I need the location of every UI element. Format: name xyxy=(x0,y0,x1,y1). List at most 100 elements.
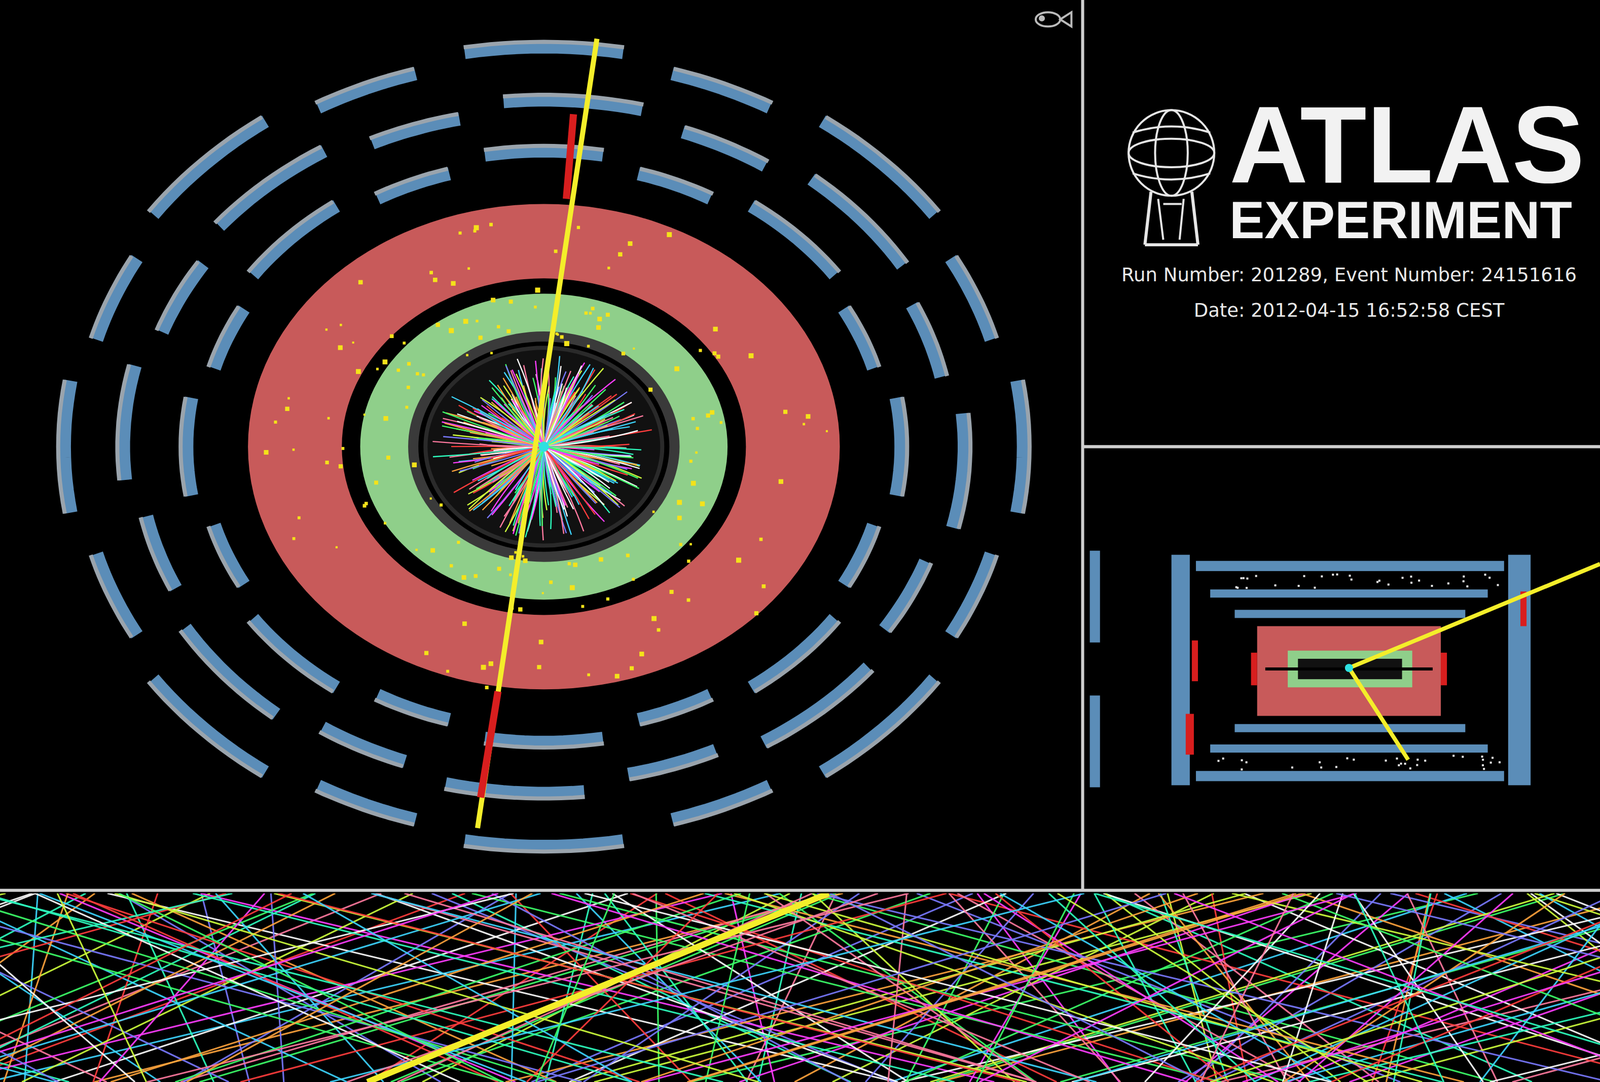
track xyxy=(829,893,1204,1082)
cell-hit xyxy=(691,481,697,487)
track xyxy=(200,893,995,1082)
muon-chamber-layer xyxy=(917,303,948,377)
cell-hit xyxy=(456,540,460,544)
hit-dot xyxy=(1274,584,1277,587)
cell-hit xyxy=(412,462,417,468)
track xyxy=(1336,893,1600,1082)
track xyxy=(0,893,59,1082)
muon-chamber-layer xyxy=(849,526,880,588)
cell-hit xyxy=(432,277,438,283)
cell-hit xyxy=(462,621,467,627)
track xyxy=(1094,893,1600,1082)
track xyxy=(984,893,1279,1082)
cell-hit xyxy=(518,607,523,612)
muon-chamber-layer xyxy=(156,261,199,331)
cell-hit xyxy=(474,574,478,578)
muon-chamber-layer xyxy=(754,201,840,273)
cell-hit xyxy=(448,328,454,334)
track xyxy=(1196,893,1600,1082)
cell-hit xyxy=(534,287,540,293)
cell-hit xyxy=(341,447,345,451)
cell-hit xyxy=(490,298,496,303)
muon-chambers xyxy=(58,42,1030,853)
muon-chamber-layer xyxy=(315,68,415,103)
solenoid xyxy=(413,336,675,558)
muon-chamber-layer xyxy=(684,127,769,162)
cell-hit xyxy=(292,448,296,452)
track xyxy=(543,446,642,450)
cell-hit xyxy=(695,451,698,455)
cell-hit xyxy=(481,665,487,671)
cell-hit xyxy=(706,413,711,418)
cell-hit xyxy=(465,353,469,357)
hit-dot xyxy=(1489,761,1493,765)
muon-chamber xyxy=(884,561,926,630)
cell-hit xyxy=(488,661,494,667)
muon-chamber xyxy=(751,618,835,688)
cell-hit xyxy=(362,503,367,508)
track xyxy=(1182,893,1288,1082)
track xyxy=(1353,893,1483,1082)
hit-dot xyxy=(1424,759,1427,762)
muon-chamber xyxy=(484,738,603,743)
track xyxy=(543,446,584,532)
muon-chamber xyxy=(464,841,624,847)
muon-chamber-layer xyxy=(319,732,404,767)
cell-hit xyxy=(429,497,432,500)
cell-hit xyxy=(533,305,537,309)
solenoid-gap xyxy=(409,332,679,562)
cell-hit xyxy=(439,503,443,507)
muon-chamber-layer xyxy=(90,256,132,339)
muon-chamber xyxy=(672,786,770,820)
cell-hit xyxy=(435,322,441,327)
hit-dot xyxy=(1350,578,1353,581)
cell-hit xyxy=(467,267,470,270)
cell-hit xyxy=(421,373,425,377)
cell-hit xyxy=(614,674,620,679)
track xyxy=(471,893,1222,1082)
muon-chamber xyxy=(96,553,138,635)
muon-chamber-layer xyxy=(90,555,132,638)
cell-hit xyxy=(458,231,462,235)
track xyxy=(543,446,600,465)
cell-hit xyxy=(424,650,429,656)
track xyxy=(442,412,544,448)
fish-icon xyxy=(1035,12,1072,27)
hit-dot xyxy=(1498,761,1501,764)
cell-hit xyxy=(415,372,419,376)
muon-chamber xyxy=(751,205,835,275)
cell-hit xyxy=(292,537,296,541)
muon-chamber xyxy=(186,397,192,496)
track xyxy=(1144,893,1321,1082)
cell-hit xyxy=(363,413,366,416)
hit-dot xyxy=(1447,582,1450,585)
hit-dot xyxy=(1481,758,1484,761)
cell-hit xyxy=(674,366,680,372)
cell-hit xyxy=(273,420,277,424)
cell-hit xyxy=(606,597,610,601)
cell-hit xyxy=(686,559,690,563)
calorimeter-hits xyxy=(263,223,828,690)
track xyxy=(865,893,1034,1082)
cell-hit xyxy=(802,422,806,426)
track xyxy=(1174,893,1600,1082)
cell-hit xyxy=(567,562,571,566)
cell-hit xyxy=(415,549,418,552)
track xyxy=(192,893,955,1082)
cell-hit xyxy=(506,329,511,334)
cell-hit xyxy=(263,450,269,455)
track xyxy=(543,446,621,508)
cell-hit xyxy=(639,651,644,657)
muon-chamber-layer xyxy=(640,168,714,194)
panel-border xyxy=(1082,445,1600,449)
muon-chamber xyxy=(185,628,277,715)
cell-hit xyxy=(560,335,564,339)
muon-chamber xyxy=(64,380,71,513)
muon-chamber xyxy=(96,258,138,340)
side-view xyxy=(1089,551,1600,788)
track xyxy=(0,893,314,1082)
track xyxy=(543,419,606,447)
track xyxy=(543,370,582,447)
muon-chamber-layer xyxy=(58,380,65,515)
hit-dot xyxy=(1409,767,1412,770)
